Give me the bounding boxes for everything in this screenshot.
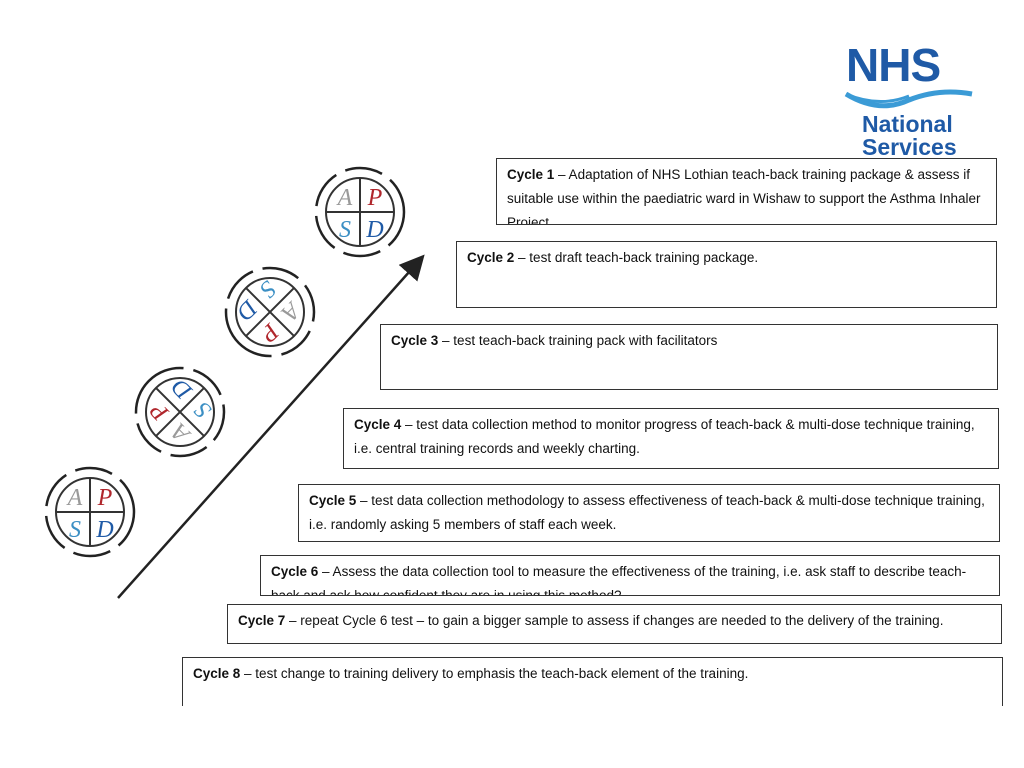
wheel1-p: P xyxy=(97,485,113,511)
cycle-2-text: – repeat Cycle 6 test – to gain a bigger… xyxy=(285,613,944,628)
cycle-5-text: – test data collection method to monitor… xyxy=(354,417,975,456)
ramp-arrow xyxy=(117,254,425,599)
cycle-1-text: – test change to training delivery to em… xyxy=(240,666,749,681)
cycle-1-label: Cycle 8 xyxy=(193,666,241,681)
cycle-3-box: Cycle 6 – Assess the data collection too… xyxy=(260,555,1000,596)
cycle-4-box: Cycle 5 – test data collection methodolo… xyxy=(298,484,1000,542)
wheel4-s: S xyxy=(339,217,351,243)
cycle-7-label: Cycle 2 xyxy=(467,250,515,265)
cycle-8-label: Cycle 1 xyxy=(507,167,555,182)
cycle-7-text: – test draft teach-back training package… xyxy=(514,250,759,265)
cycle-4-text: – test data collection methodology to as… xyxy=(309,493,985,532)
cycle-8-text: – Adaptation of NHS Lothian teach-back t… xyxy=(507,167,981,225)
pdsa-wheel-2: A P S D xyxy=(134,366,226,458)
wheel1-s: S xyxy=(69,517,81,543)
wheel1-d: D xyxy=(95,517,113,543)
wave-icon xyxy=(844,89,973,109)
cycle-3-text: – Assess the data collection tool to mea… xyxy=(271,564,967,596)
nhs-logo: NHS National Services xyxy=(838,40,988,160)
wheel4-p: P xyxy=(367,185,383,211)
bottom-crop xyxy=(0,706,1024,768)
wheel4-d: D xyxy=(365,217,383,243)
wheel4-a: A xyxy=(336,185,353,211)
cycle-5-label: Cycle 4 xyxy=(354,417,402,432)
pdsa-wheel-3: A P S D xyxy=(224,266,316,358)
cycle-7-box: Cycle 2 – test draft teach-back training… xyxy=(456,241,997,308)
cycle-6-label: Cycle 3 xyxy=(391,333,439,348)
cycle-5-box: Cycle 4 – test data collection method to… xyxy=(343,408,999,469)
pdsa-wheel-1: A P S D xyxy=(44,466,136,558)
cycle-2-label: Cycle 7 xyxy=(238,613,286,628)
wheel1-a: A xyxy=(66,485,83,511)
pdsa-wheel-4: A P S D xyxy=(314,166,406,258)
cycle-6-text: – test teach-back training pack with fac… xyxy=(438,333,718,348)
logo-national-text: National xyxy=(862,111,953,137)
logo-nhs-text: NHS xyxy=(846,39,941,91)
cycle-3-label: Cycle 6 xyxy=(271,564,319,579)
logo-services-text: Services xyxy=(862,134,957,160)
cycle-4-label: Cycle 5 xyxy=(309,493,357,508)
cycle-2-box: Cycle 7 – repeat Cycle 6 test – to gain … xyxy=(227,604,1002,644)
cycle-8-box: Cycle 1 – Adaptation of NHS Lothian teac… xyxy=(496,158,997,225)
cycle-6-box: Cycle 3 – test teach-back training pack … xyxy=(380,324,998,390)
